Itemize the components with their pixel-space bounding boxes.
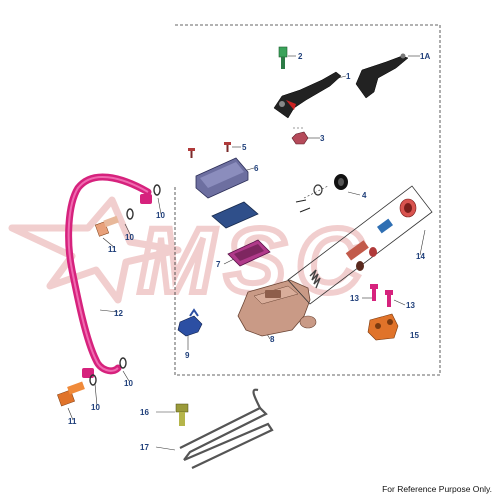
- part-10-washers: [89, 184, 161, 386]
- callout-15: 15: [410, 331, 419, 340]
- callout-10a: 10: [156, 211, 165, 220]
- callout-11a: 11: [108, 245, 117, 254]
- watermark-star-icon: [8, 196, 182, 304]
- callout-10d: 10: [91, 403, 100, 412]
- watermark-logo: MSC: [8, 196, 365, 315]
- callout-16: 16: [140, 408, 149, 417]
- part-11-banjo-bolts: [57, 215, 119, 407]
- part-3-nut: [291, 127, 309, 145]
- part-2-screw: [278, 46, 288, 69]
- part-1a-lever: [355, 53, 409, 99]
- callouts: 1 1A 2 3 4 5 6 7 8 9 10 10 10 10 11 11 1…: [68, 52, 430, 452]
- part-9-switch: [177, 308, 203, 337]
- callout-4: 4: [362, 191, 367, 200]
- callout-1: 1: [346, 72, 351, 81]
- callout-17: 17: [140, 443, 149, 452]
- callout-3: 3: [320, 134, 325, 143]
- callout-2: 2: [298, 52, 303, 61]
- callout-7: 7: [216, 260, 221, 269]
- callout-10c: 10: [124, 379, 133, 388]
- part-17-hose-guide: [179, 388, 274, 469]
- part-13-bolts: [370, 284, 393, 307]
- callout-14: 14: [416, 252, 425, 261]
- part-4-cap-and-seals: [295, 174, 348, 213]
- part-16-bolt: [175, 403, 189, 426]
- assembly-boundary: [174, 24, 441, 376]
- part-7-plate: [227, 239, 271, 267]
- callout-9: 9: [185, 351, 190, 360]
- callout-1a: 1A: [420, 52, 430, 61]
- callout-13b: 13: [406, 301, 415, 310]
- part-1-brake-lever: [273, 71, 342, 119]
- diaphragm: [211, 201, 259, 229]
- part-12-brake-hose: [65, 173, 152, 378]
- callout-12: 12: [114, 309, 123, 318]
- part-5-screws: [188, 142, 231, 158]
- reference-footer-note: For Reference Purpose Only.: [382, 484, 492, 494]
- callout-8: 8: [270, 335, 275, 344]
- callout-5: 5: [242, 143, 247, 152]
- callout-13a: 13: [350, 294, 359, 303]
- callout-10b: 10: [125, 233, 134, 242]
- part-15-clamp: [367, 313, 399, 341]
- part-14-piston-kit: [287, 185, 433, 305]
- callout-11b: 11: [68, 417, 77, 426]
- part-6-reservoir-cover: [195, 157, 249, 199]
- part-8-master-cylinder: [237, 279, 317, 337]
- callout-6: 6: [254, 164, 259, 173]
